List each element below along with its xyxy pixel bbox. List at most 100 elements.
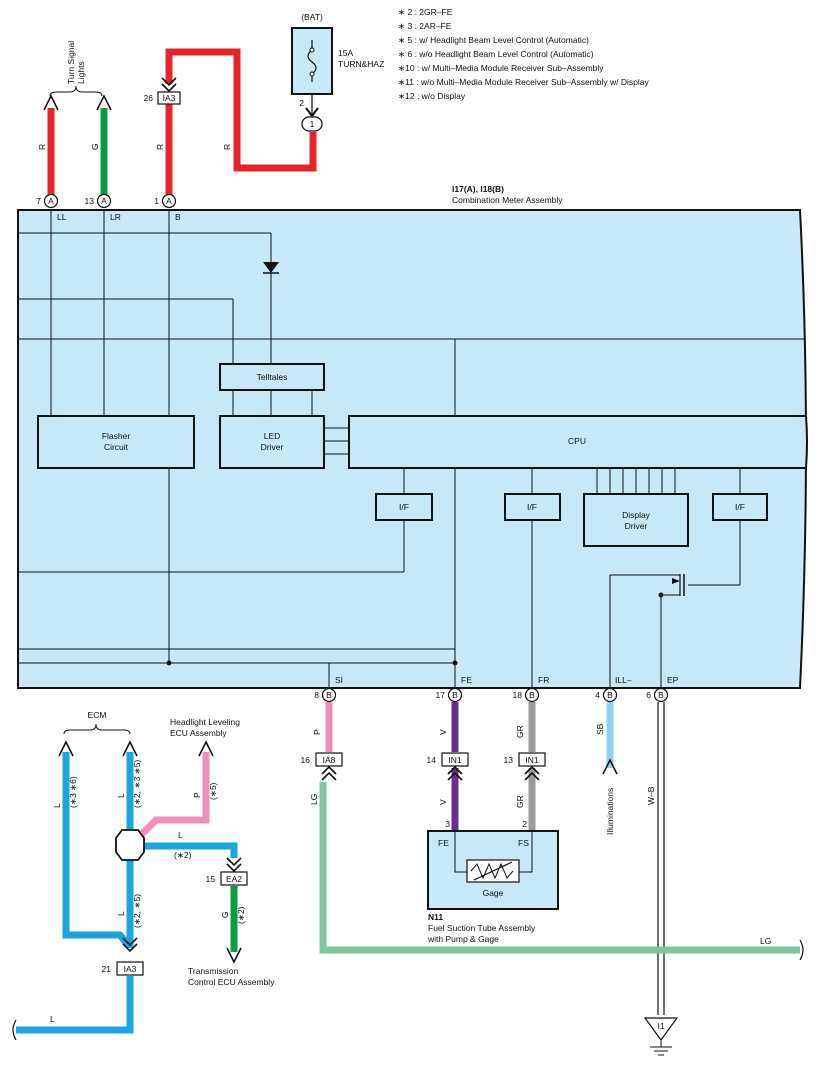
turn-signal-bracket (49, 85, 103, 97)
connector-chevron-icon (447, 765, 463, 781)
wire-note: (∗2, ∗3 ∗5) (132, 760, 142, 808)
note-line: ∗10 : w/ Multi–Media Module Receiver Sub… (398, 63, 604, 73)
ecm-label: ECM (88, 710, 107, 720)
variable-arrow-icon (473, 861, 513, 881)
bottom-pin-fe: B 17 (436, 687, 463, 703)
meter-name: Combination Meter Assembly (452, 195, 563, 205)
pin-number: 18 (513, 690, 523, 700)
connector-label: EA2 (226, 874, 242, 884)
tcm-label: Control ECU Assembly (188, 977, 275, 987)
wire-label: L (116, 793, 126, 798)
if-block-1 (375, 493, 433, 521)
top-pin-ll: A 7 LL (36, 193, 67, 222)
wire-note: (∗2, ∗5) (132, 894, 142, 928)
junction-connector (301, 116, 323, 132)
wire-label: L (178, 830, 183, 840)
flasher-label: Flasher (102, 431, 131, 441)
note-line: ∗ 2 : 2GR–FE (398, 7, 453, 17)
pin-circle (602, 687, 618, 703)
connector-label: IA8 (323, 755, 336, 765)
connector-ea2 (220, 871, 248, 886)
display-driver-block (583, 493, 689, 547)
wire-label: R (155, 144, 165, 150)
internal-wiring (18, 210, 806, 688)
pin-number: 16 (301, 755, 311, 765)
arrow-down-icon (226, 947, 242, 964)
wire-label: LG (760, 936, 771, 946)
note-line: ∗ 6 : w/o Headlight Beam Level Control (… (398, 49, 594, 59)
wire-note: (∗5) (208, 782, 218, 800)
bat-label: (BAT) (301, 12, 323, 22)
turn-signal-label: Lights (76, 61, 86, 84)
pin-number: 15 (206, 874, 216, 884)
wire-label: GR (515, 725, 525, 738)
pin-label: ILL– (615, 675, 632, 685)
connector-chevron-icon (226, 857, 242, 873)
ecm-bracket (63, 723, 131, 735)
pin-number: 2 (299, 98, 304, 108)
wire-label: L (116, 911, 126, 916)
pin-number: 13 (85, 196, 95, 206)
cpu-block (348, 415, 808, 469)
wire-label: R (37, 144, 47, 150)
pin-circle (96, 193, 112, 209)
bottom-pin-ill: B 4 (595, 687, 618, 703)
bottom-pin-ep: B 6 (646, 687, 669, 703)
pin-number: 7 (36, 196, 41, 206)
ground-label: I1 (657, 1021, 664, 1031)
wire-note: (∗2) (236, 906, 246, 924)
notes-legend: ∗ 2 : 2GR–FE ∗ 3 : 2AR–FE ∗ 5 : w/ Headl… (398, 7, 649, 101)
wire-label: G (90, 143, 100, 150)
wire-label: R (222, 144, 232, 150)
wire-label: SB (595, 723, 605, 735)
if-label: I/F (527, 502, 537, 512)
pin-connector: A (166, 196, 172, 206)
pin-number: 1 (154, 196, 159, 206)
connector-chevron-icon (161, 77, 177, 93)
pin-circle (43, 193, 59, 209)
n11-name: Fuel Suction Tube Assembly (428, 923, 536, 933)
fuse-terminal (309, 47, 315, 53)
wire-label: GR (515, 795, 525, 808)
pin-connector: B (658, 690, 664, 700)
pin-circle (447, 687, 463, 703)
wire-blue-l3 (140, 842, 238, 858)
pin-connector: B (529, 690, 535, 700)
pin-circle (321, 687, 337, 703)
illuminations-label: Illuminations (605, 788, 615, 835)
n11-pin-label: FE (438, 838, 449, 848)
fuel-suction-tube-box (427, 830, 559, 910)
pin-number: 26 (144, 93, 154, 103)
pin-label: SI (335, 675, 343, 685)
pin-connector: B (607, 690, 613, 700)
wire-label: P (192, 792, 202, 798)
wire-note: (∗3 ∗6) (68, 776, 78, 808)
pin-label: LL (57, 212, 67, 222)
wire-red-bat (165, 48, 317, 172)
wire-label: G (220, 911, 230, 918)
if-label: I/F (735, 502, 745, 512)
led-driver-block (219, 415, 325, 469)
connector-label: IN1 (448, 755, 462, 765)
gage-wiring (454, 831, 533, 873)
connector-chevron-icon (321, 765, 337, 781)
wire-label: L (50, 1014, 55, 1024)
display-driver-label: Display (622, 510, 651, 520)
note-line: ∗12 : w/o Display (398, 91, 466, 101)
pin-number: 17 (436, 690, 446, 700)
tcm-label: Transmission (188, 966, 238, 976)
fuse-box (291, 27, 333, 95)
pin-number: 3 (445, 819, 450, 829)
arrow-up-icon (96, 94, 112, 111)
pin-number: 13 (504, 755, 514, 765)
connector-chevron-icon (122, 937, 138, 953)
wire-label: P (312, 729, 322, 735)
arrow-up-icon (43, 94, 59, 111)
pin-number: 4 (595, 690, 600, 700)
pin-circle (524, 687, 540, 703)
arrow-up-icon (198, 740, 214, 757)
pin-label: B (175, 212, 181, 222)
arrow-up-icon (602, 758, 618, 775)
connector-label: IN1 (525, 755, 539, 765)
flasher-label: Circuit (104, 442, 129, 452)
